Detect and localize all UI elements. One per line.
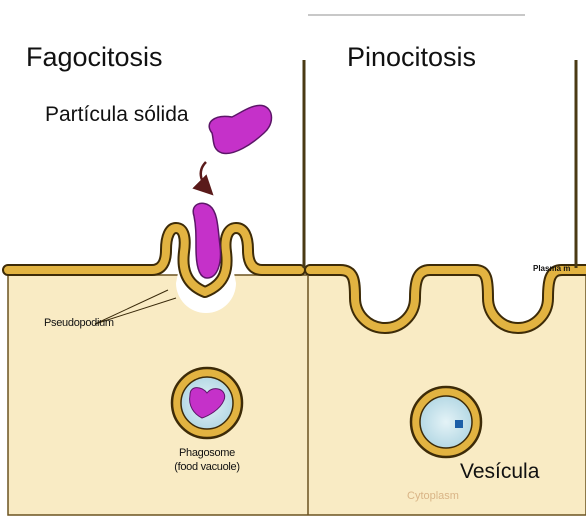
vesicle-dot	[455, 420, 463, 428]
fagocitosis-title: Fagocitosis	[26, 42, 163, 73]
vesicula-label: Vesícula	[460, 460, 539, 484]
capture-arrow	[201, 162, 210, 192]
pinocitosis-title: Pinocitosis	[347, 42, 476, 73]
phagosome-label: Phagosome (food vacuole)	[164, 446, 250, 474]
solid-particle	[209, 105, 271, 153]
pinocytic-vesicle-interior	[420, 396, 472, 448]
particula-solida-label: Partícula sólida	[45, 103, 189, 127]
engulfed-particle	[193, 203, 220, 278]
cytoplasm-label: Cytoplasm	[407, 490, 459, 502]
phagosome-label-line2: (food vacuole)	[164, 460, 250, 474]
plasma-membrane-label: Plasma m	[533, 264, 570, 273]
phagosome-label-line1: Phagosome	[164, 446, 250, 460]
pseudopodium-label: Pseudopodium	[44, 317, 114, 329]
